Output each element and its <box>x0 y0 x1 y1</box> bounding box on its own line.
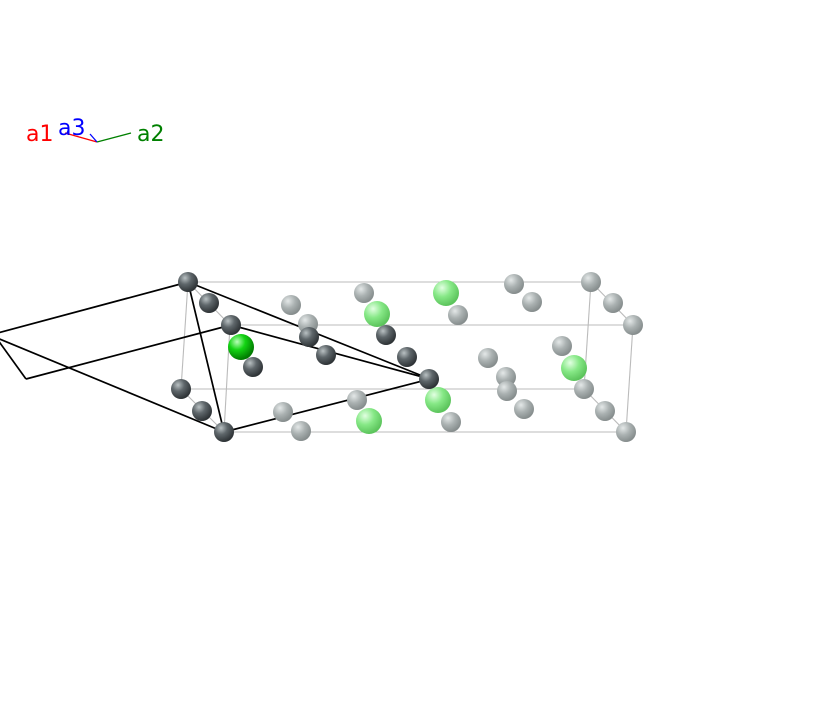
halogen-atom-ghost[interactable] <box>561 355 587 381</box>
carbon-atom-ghost[interactable] <box>603 293 623 313</box>
carbon-atom-ghost[interactable] <box>616 422 636 442</box>
carbon-atom[interactable] <box>192 401 212 421</box>
carbon-atom-ghost[interactable] <box>522 292 542 312</box>
carbon-atom[interactable] <box>199 293 219 313</box>
carbon-atom[interactable] <box>243 357 263 377</box>
carbon-atom-ghost[interactable] <box>448 305 468 325</box>
carbon-atom-ghost[interactable] <box>478 348 498 368</box>
carbon-atom[interactable] <box>397 347 417 367</box>
carbon-atom[interactable] <box>316 345 336 365</box>
ghost-atoms <box>273 272 643 442</box>
a1-axis-line <box>64 132 98 143</box>
unit-cell-atoms <box>171 272 439 442</box>
carbon-atom-ghost[interactable] <box>347 390 367 410</box>
carbon-atom-ghost[interactable] <box>497 381 517 401</box>
carbon-atom[interactable] <box>171 379 191 399</box>
carbon-atom[interactable] <box>221 315 241 335</box>
carbon-atom-ghost[interactable] <box>552 336 572 356</box>
carbon-atom-ghost[interactable] <box>354 283 374 303</box>
a1-axis-label: a1 <box>26 122 53 147</box>
a3-axis-line <box>89 133 98 143</box>
halogen-atom-ghost[interactable] <box>433 280 459 306</box>
carbon-atom-ghost[interactable] <box>504 274 524 294</box>
unit-cell-edge <box>25 324 232 380</box>
carbon-atom[interactable] <box>376 325 396 345</box>
unit-cell-edge <box>223 378 431 433</box>
carbon-atom-ghost[interactable] <box>581 272 601 292</box>
carbon-atom-ghost[interactable] <box>441 412 461 432</box>
carbon-atom-ghost[interactable] <box>595 401 615 421</box>
axis-indicator: a1 a3 a2 <box>26 116 164 147</box>
carbon-atom-ghost[interactable] <box>623 315 643 335</box>
ghost-cell-edge <box>625 324 634 433</box>
carbon-atom-ghost[interactable] <box>291 421 311 441</box>
carbon-atom-ghost[interactable] <box>281 295 301 315</box>
carbon-atom-ghost[interactable] <box>574 379 594 399</box>
a2-axis-line <box>96 132 132 143</box>
unit-cell-edge <box>0 338 225 433</box>
carbon-atom[interactable] <box>299 327 319 347</box>
carbon-atom[interactable] <box>419 369 439 389</box>
ghost-cell-edge <box>186 281 635 326</box>
unit-cell-edges <box>0 281 431 433</box>
a3-axis-label: a3 <box>58 116 85 141</box>
unit-cell-edge <box>0 281 189 334</box>
ghost-cell-edge <box>180 281 189 390</box>
halogen-atom-ghost[interactable] <box>364 301 390 327</box>
unit-cell-edge <box>0 341 27 380</box>
halogen-atom-ghost[interactable] <box>425 387 451 413</box>
carbon-atom-ghost[interactable] <box>514 399 534 419</box>
carbon-atom[interactable] <box>178 272 198 292</box>
halogen-atom[interactable] <box>228 334 254 360</box>
halogen-atom-ghost[interactable] <box>356 408 382 434</box>
carbon-atom[interactable] <box>214 422 234 442</box>
ghost-cell-edge <box>223 324 231 433</box>
a2-axis-label: a2 <box>137 122 164 147</box>
carbon-atom-ghost[interactable] <box>273 402 293 422</box>
unit-cell-edge <box>187 281 225 433</box>
